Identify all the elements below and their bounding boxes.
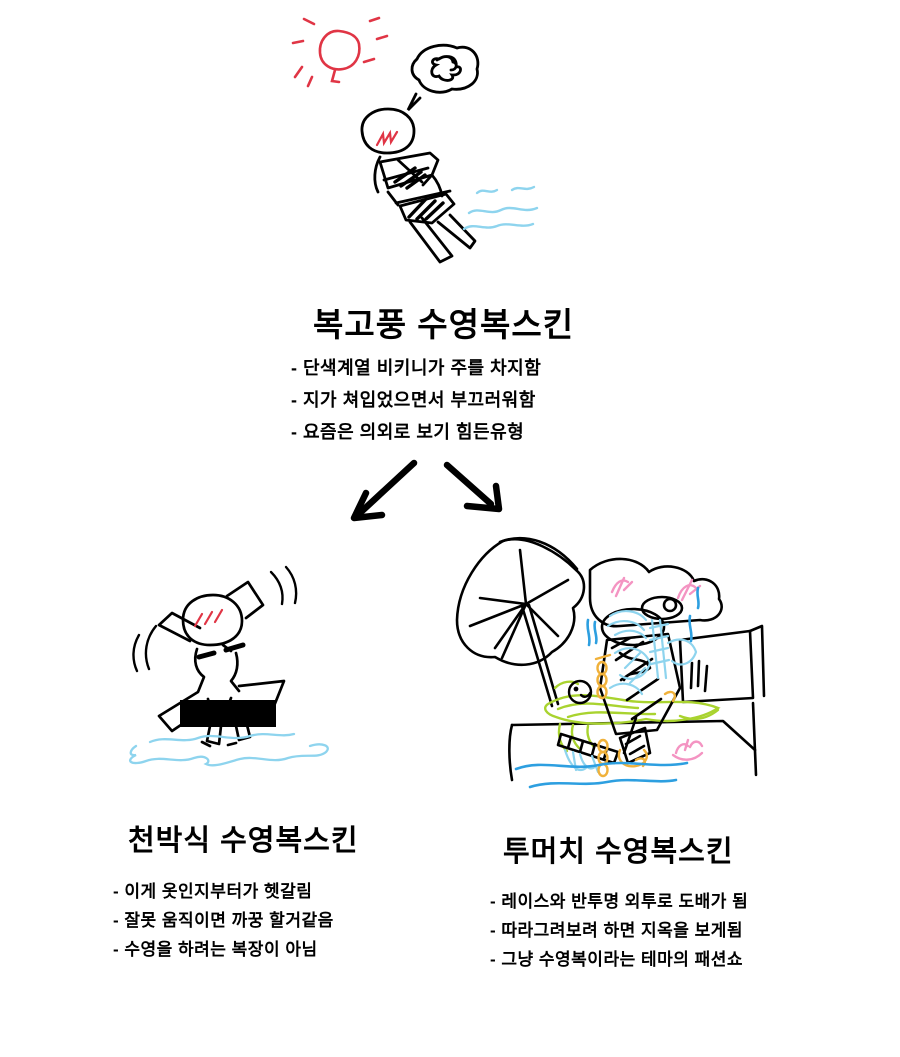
- flower-sprigs: [612, 578, 702, 760]
- vulgar-bullet-2: - 잘못 움직이면 까꿍 할거같음: [113, 911, 334, 930]
- censor-bar: [180, 700, 276, 727]
- lounge-bed: [509, 559, 764, 780]
- vulgar-section-title: 천박식 수영복스킨: [128, 825, 359, 857]
- parasol-icon: [457, 538, 584, 706]
- retro-bullet-2: - 지가 쳐입었으면서 부끄러워함: [291, 390, 536, 410]
- toomuch-section-title: 투머치 수영복스킨: [503, 836, 734, 868]
- lace-scribbles: [565, 611, 696, 772]
- green-drape: [545, 682, 718, 751]
- toomuch-swimsuit-sketch: [440, 528, 775, 803]
- water-waves: [464, 187, 537, 229]
- toomuch-bullet-list: - 레이스와 반투명 외투로 도배가 됨 - 따라그려보려 하면 지옥을 보게됨…: [490, 887, 748, 974]
- retro-bullet-1: - 단색계열 비키니가 주를 차지함: [291, 358, 542, 378]
- retro-bullet-3: - 요즘은 의외로 보기 힘든유형: [291, 422, 525, 442]
- retro-section-title: 복고풍 수영복스킨: [313, 306, 575, 343]
- chain-accessories: [596, 655, 675, 776]
- vulgar-bullet-3: - 수영을 하려는 복장이 아님: [113, 940, 318, 959]
- toomuch-bullet-2: - 따라그려보려 하면 지옥을 보게됨: [490, 921, 744, 940]
- vulgar-bullet-1: - 이게 옷인지부터가 헷갈림: [113, 882, 313, 901]
- retro-bullet-list: - 단색계열 비키니가 주를 차지함 - 지가 쳐입었으면서 부끄러워함 - 요…: [291, 352, 541, 448]
- motion-lines: [133, 567, 296, 671]
- frustrated-speech-bubble-icon: [408, 45, 478, 110]
- retro-swimsuit-sketch: [280, 10, 560, 270]
- water-puddle: [130, 734, 328, 765]
- vulgar-swimsuit-sketch: [110, 558, 335, 793]
- toomuch-bullet-1: - 레이스와 반투명 외투로 도배가 됨: [490, 892, 749, 911]
- blush-marks: [377, 132, 397, 145]
- toomuch-bullet-3: - 그냥 수영복이라는 테마의 패션쇼: [490, 950, 744, 969]
- sun-icon: [293, 18, 387, 86]
- blush-marks: [195, 610, 222, 626]
- arrow-down-left-icon: [354, 463, 414, 518]
- peeking-face: [569, 681, 591, 703]
- water-lines: [516, 588, 699, 787]
- branch-arrows: [330, 455, 570, 545]
- arrow-down-right-icon: [447, 465, 499, 509]
- bikini-top-strokes: [199, 645, 243, 657]
- bikini-stripes: [395, 168, 443, 219]
- blushing-figure-crossed-arms: [362, 109, 475, 262]
- vulgar-bullet-list: - 이게 옷인지부터가 헷갈림 - 잘못 움직이면 까꿍 할거같음 - 수영을 …: [113, 877, 334, 964]
